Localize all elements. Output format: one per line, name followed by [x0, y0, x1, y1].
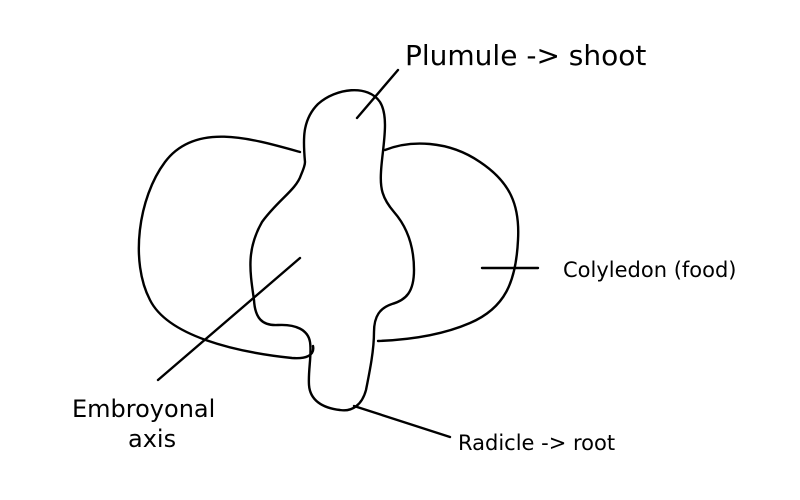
radicle-leader-line [352, 404, 452, 439]
embryonal-axis-leader-line [156, 256, 302, 382]
plumule-label: Plumule -> shoot [405, 39, 646, 72]
cotyledon-label: Colyledon (food) [563, 258, 737, 282]
right-cotyledon [376, 142, 520, 343]
embryonal-axis-label-line2: axis [128, 425, 176, 453]
radicle-label: Radicle -> root [458, 431, 615, 455]
embryonal-axis-label-line1: Embroyonal [72, 395, 215, 423]
left-cotyledon [137, 135, 315, 360]
embryonal-axis-outline [249, 88, 416, 412]
plumule-leader-line [355, 68, 400, 120]
